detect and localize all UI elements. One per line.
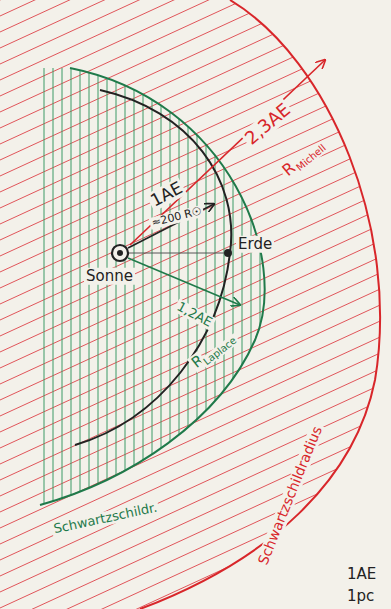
region-label: Schwartzschildr. [51,500,161,537]
au-arrow [128,204,214,248]
laplace-arrow [128,258,240,305]
radius-subscript: Michell [292,141,329,174]
planet-name: Erde [236,236,274,253]
distance-label: 1,2AE [173,299,217,331]
michell-radius-arc [140,0,380,609]
earth-dot [224,249,232,257]
green-hatching [44,60,305,520]
sun-earth-line [128,253,224,254]
laplace-radius-arc [40,68,265,505]
unit-note: 1AE [345,566,378,583]
radius-subscript: Laplace [200,333,240,368]
earth-orbit-arc [75,90,231,445]
distance-label: 2,3AE [240,98,296,149]
unit-note: 1pc [345,588,376,605]
star-name: Sonne [84,268,135,285]
michell-arrow [130,60,325,245]
sun-center [117,250,123,256]
distance-label: 1AE [146,177,188,211]
sun-symbol [112,245,128,261]
region-label: Schwartzschildradius [255,422,326,569]
